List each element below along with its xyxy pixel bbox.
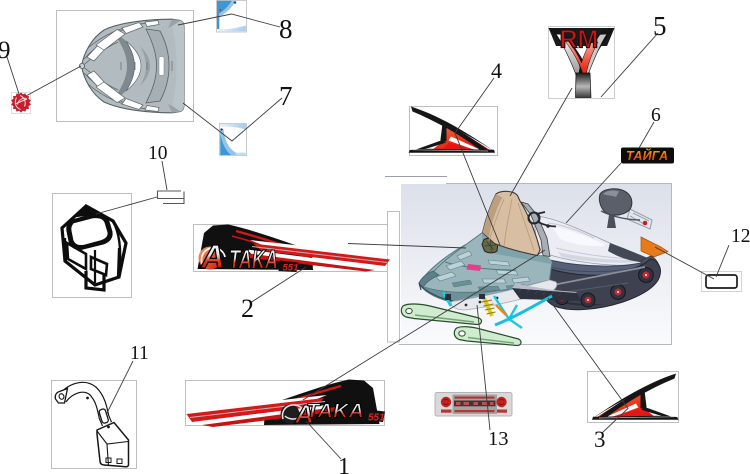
svg-text:8: 8 (279, 14, 293, 44)
svg-text:5: 5 (653, 11, 667, 41)
svg-text:7: 7 (279, 81, 293, 111)
svg-text:TAKA: TAKA (229, 245, 278, 275)
svg-text:4: 4 (491, 58, 502, 83)
svg-text:RM: RM (560, 26, 599, 54)
svg-text:13: 13 (488, 428, 509, 450)
svg-text:12: 12 (731, 226, 750, 247)
svg-text:6: 6 (651, 105, 661, 126)
svg-text:ТАЙГА: ТАЙГА (626, 147, 668, 163)
svg-text:3: 3 (594, 427, 606, 452)
svg-text:2: 2 (241, 294, 254, 323)
svg-text:11: 11 (130, 343, 149, 364)
svg-text:551: 551 (368, 413, 385, 424)
svg-text:551: 551 (283, 263, 299, 274)
svg-text:A: A (200, 238, 224, 275)
svg-text:9: 9 (0, 37, 11, 64)
svg-text:A: A (294, 399, 313, 429)
svg-text:1: 1 (338, 454, 350, 474)
svg-text:10: 10 (148, 143, 168, 164)
svg-text:TAKA: TAKA (306, 400, 364, 423)
